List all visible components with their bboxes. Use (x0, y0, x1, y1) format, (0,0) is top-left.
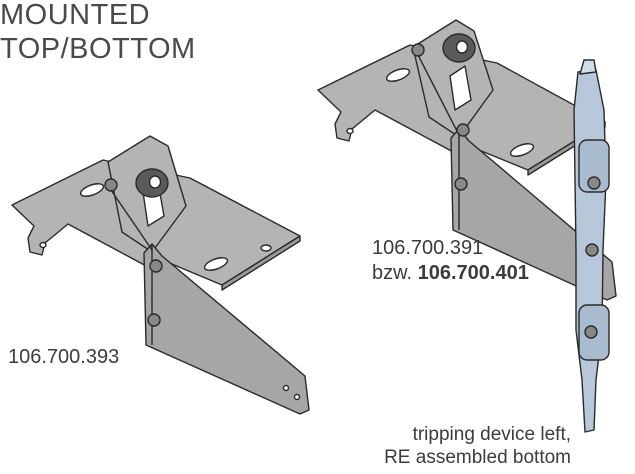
rod-pin-2 (585, 243, 599, 257)
left-slot-1 (79, 183, 105, 197)
diagram-heading: MOUNTED TOP/BOTTOM (0, 0, 196, 66)
heading-line-2: TOP/BOTTOM (0, 33, 196, 65)
left-washer-hole (148, 175, 162, 189)
alt-number: 106.700.401 (417, 262, 529, 284)
caption-note: tripping device left, RE assembled botto… (384, 423, 571, 469)
caption-line-1: tripping device left, (412, 424, 571, 445)
heading-line-1: MOUNTED (0, 0, 151, 31)
left-bracket-assembly (11, 135, 310, 415)
rod-pin-1 (587, 176, 601, 190)
right-washer-hole (455, 40, 469, 54)
right-hole-1 (346, 127, 354, 135)
right-bracket-assembly (317, 19, 617, 301)
part-number-right: 106.700.391 (372, 237, 484, 259)
left-hole-1 (260, 244, 272, 252)
part-number-left: 106.700.393 (8, 346, 120, 368)
left-hole-2 (39, 241, 47, 249)
left-plate-edge (221, 235, 301, 291)
left-vp-hole-2 (293, 393, 301, 401)
rod-pin-3 (584, 325, 598, 339)
right-tab-cutout (449, 65, 472, 111)
tripping-device-rod (573, 59, 610, 433)
alt-prefix: bzw. (372, 262, 413, 284)
left-bolt-2 (147, 313, 161, 327)
right-bolt-2 (454, 177, 468, 191)
right-bolt-1 (456, 123, 470, 137)
left-vp-hole-1 (282, 384, 290, 392)
left-nut-top (104, 178, 118, 192)
right-slot-1 (385, 68, 411, 82)
left-vertical-plate (143, 243, 310, 415)
caption-line-2: RE assembled bottom (384, 447, 571, 468)
right-slot-2 (509, 143, 535, 157)
part-number-alt: bzw. 106.700.401 (372, 262, 529, 285)
left-slot-2 (203, 257, 229, 271)
left-bolt-1 (149, 259, 163, 273)
right-nut-top (411, 43, 425, 57)
